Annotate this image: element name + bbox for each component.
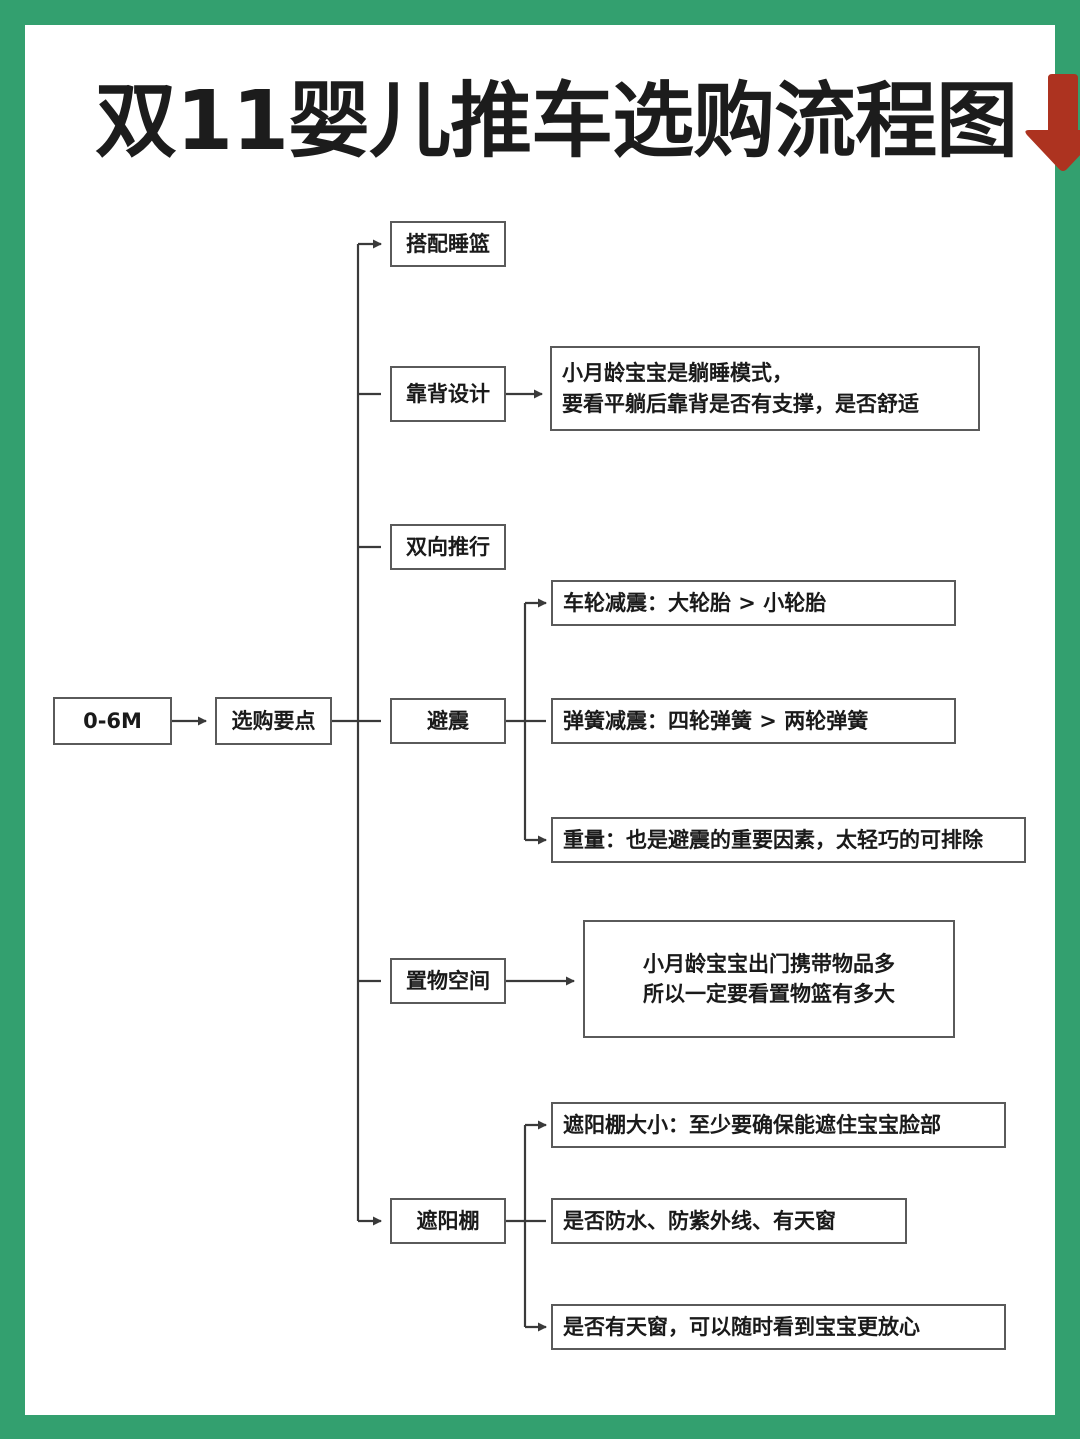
detail-suspension-1-text: 车轮减震：大轮胎 > 小轮胎: [563, 590, 827, 615]
node-branch-canopy[interactable]: 遮阳棚: [390, 1198, 506, 1244]
detail-suspension-2-text: 弹簧减震：四轮弹簧 > 两轮弹簧: [563, 708, 869, 733]
detail-canopy-3-text: 是否有天窗，可以随时看到宝宝更放心: [563, 1314, 920, 1339]
detail-canopy-1-text: 遮阳棚大小：至少要确保能遮住宝宝脸部: [563, 1112, 941, 1137]
poster-card: 双11婴儿推车选购流程图: [25, 25, 1080, 1415]
detail-suspension-1[interactable]: 车轮减震：大轮胎 > 小轮胎: [551, 580, 956, 626]
node-branch-backrest-label: 靠背设计: [406, 381, 490, 406]
detail-canopy-1[interactable]: 遮阳棚大小：至少要确保能遮住宝宝脸部: [551, 1102, 1006, 1148]
detail-canopy-2-text: 是否防水、防紫外线、有天窗: [563, 1208, 836, 1233]
detail-canopy-2[interactable]: 是否防水、防紫外线、有天窗: [551, 1198, 907, 1244]
flowchart-connectors: [172, 239, 575, 1332]
node-root-label: 0-6M: [83, 708, 142, 733]
detail-suspension-2[interactable]: 弹簧减震：四轮弹簧 > 两轮弹簧: [551, 698, 956, 744]
node-branch-sleep-basket[interactable]: 搭配睡篮: [390, 221, 506, 267]
detail-canopy-3[interactable]: 是否有天窗，可以随时看到宝宝更放心: [551, 1304, 1006, 1350]
node-branch-storage-label: 置物空间: [406, 968, 490, 993]
node-branch-two-way-push[interactable]: 双向推行: [390, 524, 506, 570]
page-title: 双11婴儿推车选购流程图: [95, 63, 1080, 181]
node-hub-label: 选购要点: [231, 708, 316, 733]
node-branch-suspension-label: 避震: [427, 708, 469, 733]
detail-storage-1[interactable]: 小月龄宝宝出门携带物品多 所以一定要看置物篮有多大: [583, 920, 955, 1038]
detail-suspension-3[interactable]: 重量：也是避震的重要因素，太轻巧的可排除: [551, 817, 1026, 863]
node-branch-storage[interactable]: 置物空间: [390, 958, 506, 1004]
node-hub[interactable]: 选购要点: [215, 697, 332, 745]
detail-storage-1-text: 小月龄宝宝出门携带物品多 所以一定要看置物篮有多大: [643, 951, 895, 1006]
flowchart: 0-6M 选购要点 搭配睡篮 靠背设计 小月龄宝宝是躺睡模式， 要看平躺后靠背是…: [25, 25, 1055, 1415]
node-branch-canopy-label: 遮阳棚: [416, 1208, 480, 1233]
detail-backrest-1[interactable]: 小月龄宝宝是躺睡模式， 要看平躺后靠背是否有支撑，是否舒适: [550, 346, 980, 431]
node-branch-suspension[interactable]: 避震: [390, 698, 506, 744]
detail-suspension-3-text: 重量：也是避震的重要因素，太轻巧的可排除: [563, 827, 983, 852]
node-branch-two-way-push-label: 双向推行: [406, 534, 490, 559]
page-title-text: 双11婴儿推车选购流程图: [95, 74, 1018, 169]
node-root[interactable]: 0-6M: [53, 697, 172, 745]
node-branch-backrest[interactable]: 靠背设计: [390, 366, 506, 422]
detail-backrest-1-text: 小月龄宝宝是躺睡模式， 要看平躺后靠背是否有支撑，是否舒适: [562, 361, 919, 416]
down-arrow-icon: [1025, 74, 1080, 171]
node-branch-sleep-basket-label: 搭配睡篮: [406, 231, 490, 256]
